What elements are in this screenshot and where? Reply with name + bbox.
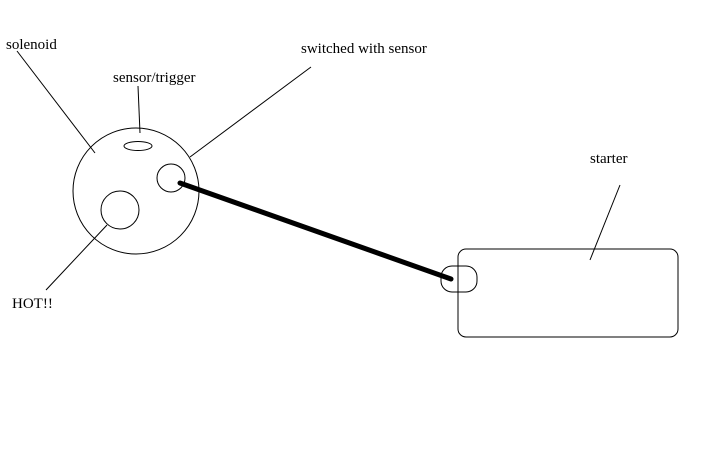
solenoid-leader-line [16, 50, 96, 154]
starter-terminal [440, 265, 478, 293]
switched-with-sensor-label: switched with sensor [301, 41, 427, 57]
hot-terminal [100, 190, 140, 230]
switched-terminal [156, 163, 186, 193]
starter-body [457, 248, 679, 338]
solenoid-label: solenoid [6, 37, 57, 53]
hot-leader-line [45, 224, 108, 291]
switched-leader-line [189, 66, 312, 158]
sensor-trigger-leader-line [137, 85, 141, 134]
starter-label: starter [590, 151, 627, 167]
starter-cable [177, 180, 454, 282]
hot-label: HOT!! [12, 296, 53, 312]
solenoid-body [72, 127, 200, 255]
sensor-trigger-terminal [123, 141, 153, 151]
sensor-trigger-label: sensor/trigger [113, 70, 195, 86]
starter-leader-line [589, 184, 621, 261]
